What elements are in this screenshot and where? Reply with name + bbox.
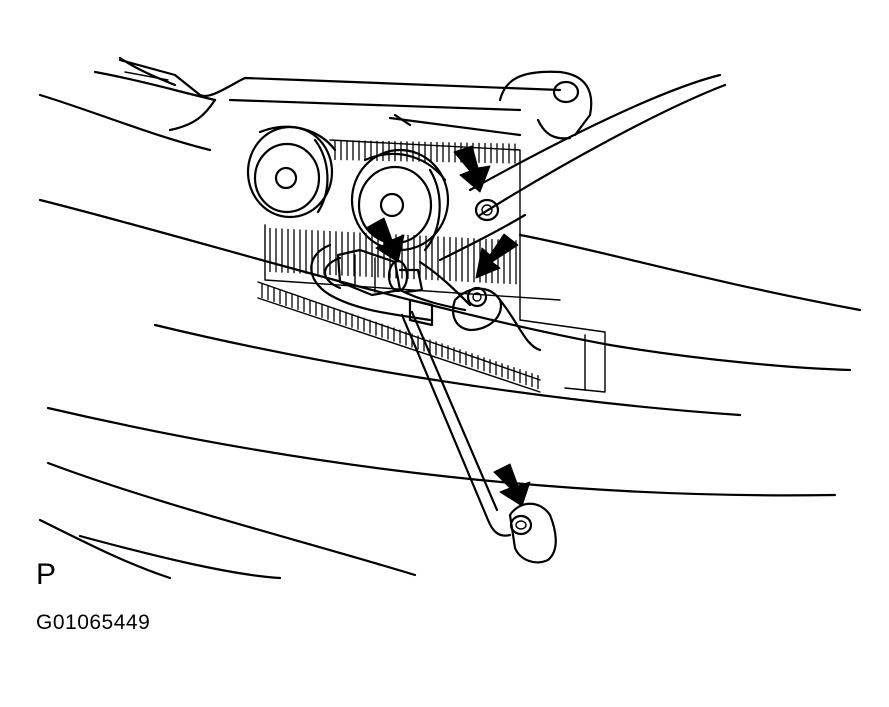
bolt-lower <box>508 502 557 564</box>
radiator-core <box>257 139 606 393</box>
arrow-icon <box>453 145 491 193</box>
hood-cable <box>468 73 727 217</box>
figure-code: G01065449 <box>36 611 151 634</box>
arrow-icon <box>365 217 405 263</box>
support-rod <box>400 298 512 537</box>
horn-left <box>246 125 337 219</box>
grille-frame <box>118 56 593 137</box>
ground-bolt <box>452 286 542 352</box>
horn-right <box>350 148 450 252</box>
bolt-upper <box>474 198 500 222</box>
body-panel-lines <box>38 70 862 580</box>
arrow-icon <box>475 233 519 279</box>
connector <box>336 248 424 297</box>
view-label: P <box>36 558 57 591</box>
arrow-icon <box>493 463 531 507</box>
